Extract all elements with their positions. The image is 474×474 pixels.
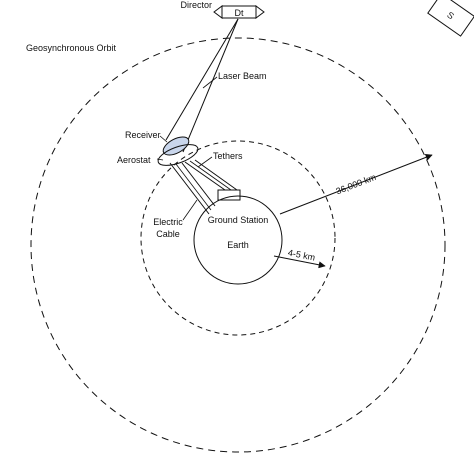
aerostat-altitude-label: 4-5 km (287, 248, 316, 263)
director-mark-label: Dt (235, 8, 244, 18)
receiver-label: Receiver (125, 130, 161, 140)
earth-label: Earth (227, 240, 249, 250)
laser-beam (165, 18, 239, 153)
geosynchronous-orbit-circle (30, 37, 446, 453)
aerostat-label: Aerostat (117, 155, 151, 165)
director-label: Director (180, 0, 212, 10)
aerostat-leader (156, 158, 164, 161)
aerostat-altitude-arrow (273, 255, 326, 269)
geo-distance-arrow (279, 154, 433, 215)
aerostat-altitude-circle (140, 140, 336, 336)
receiver-leader (159, 135, 168, 143)
corner-mark-label: S (445, 10, 456, 22)
geo-orbit-label: Geosynchronous Orbit (26, 43, 117, 53)
electric-cable-leader (182, 199, 198, 221)
geo-distance-label: 36,000 km (335, 172, 378, 196)
director-satellite (213, 5, 265, 19)
laser-beam-leader (202, 76, 218, 89)
electric-cable-label-line1: Electric (153, 217, 183, 227)
tethers (169, 159, 238, 215)
tethers-leader (197, 156, 213, 168)
tethers-label: Tethers (213, 151, 243, 161)
receiver-dish (162, 136, 190, 156)
earth-circle (193, 195, 283, 285)
electric-cable-label-line2: Cable (156, 229, 180, 239)
aerostat-balloon (157, 144, 199, 166)
ground-station-box (217, 189, 241, 201)
ground-station-label: Ground Station (208, 215, 269, 225)
corner-box: S (427, 0, 474, 37)
laser-beam-label: Laser Beam (218, 71, 267, 81)
